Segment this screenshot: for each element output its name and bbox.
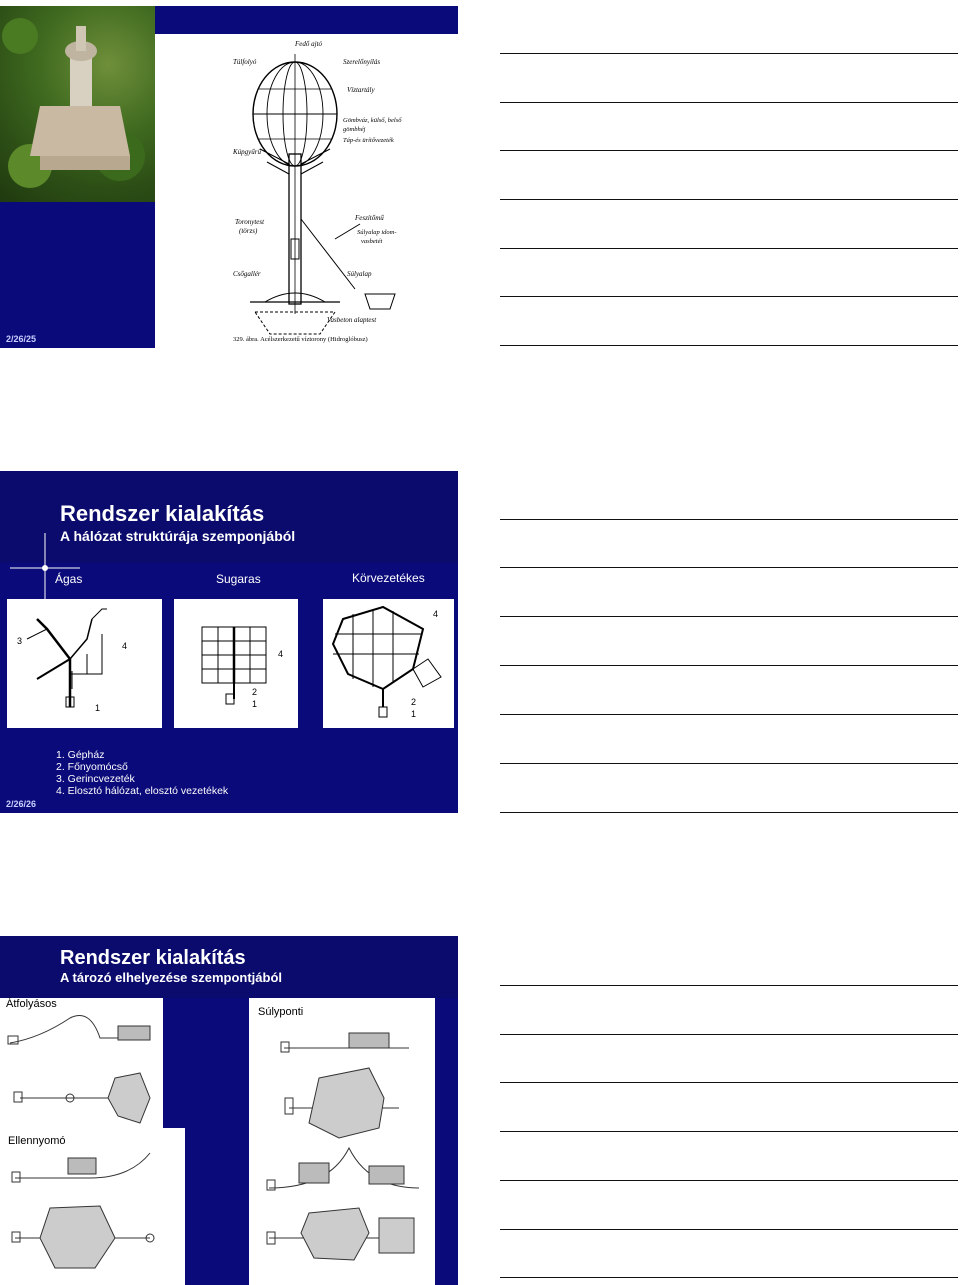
ring-network-drawing: 4 2 1: [331, 605, 442, 719]
note-line: [500, 53, 958, 54]
label-tap: Táp-és ürítővezeték: [343, 137, 394, 144]
diagram-number: 2: [252, 687, 257, 697]
label-vasbeton: Vasbeton alaptest: [327, 316, 377, 324]
slide-1: Fedő ajtó Túlfolyó Szerelőnyílás Víztart…: [0, 6, 458, 348]
branched-network-drawing: 3 4 1: [17, 608, 127, 713]
diagram-atfolyasos: Átfolyásos: [0, 998, 163, 1128]
diagram-number: 1: [95, 703, 100, 713]
diagram-number: 3: [17, 636, 22, 646]
slide-2: Rendszer kialakítás A hálózat struktúráj…: [0, 471, 458, 813]
label-tulfolyo: Túlfolyó: [233, 58, 257, 66]
note-line: [500, 665, 958, 666]
diagram-sugaras: 4 2 1: [174, 599, 298, 728]
label-toronytest: Toronytest: [235, 218, 265, 226]
label-feszitomu: Feszítőmű: [354, 214, 384, 222]
diagram-number: 4: [278, 649, 283, 659]
legend-list: 1. Gépház 2. Főnyomócső 3. Gerincvezeték…: [56, 749, 228, 797]
note-line: [500, 1131, 958, 1132]
diagram-number: 4: [122, 641, 127, 651]
page-number: 2/26/25: [6, 334, 37, 344]
note-line: [500, 985, 958, 986]
label-vasbetet: vasbetét: [361, 238, 382, 245]
note-line: [500, 1277, 958, 1278]
slide-title: Rendszer kialakítás: [60, 501, 265, 526]
legend-item: 2. Főnyomócső: [56, 761, 128, 773]
note-line: [500, 1180, 958, 1181]
note-line: [500, 296, 958, 297]
note-line: [500, 567, 958, 568]
label-torzs: (törzs): [239, 227, 258, 235]
diagram-ellennyomo: Ellennyomó: [0, 1128, 185, 1285]
label-szerelonyilas: Szerelőnyílás: [343, 58, 380, 66]
sparkle-icon: [10, 533, 80, 603]
aerial-photo: [0, 6, 155, 202]
label-gombhej: gömbhéj: [343, 126, 366, 133]
counter-pressure-drawing: [11, 1152, 155, 1269]
header-band: [0, 936, 458, 998]
diagram-number: 2: [411, 697, 416, 707]
label-fedo-ajto: Fedő ajtó: [294, 40, 323, 48]
tower-diagram: Fedő ajtó Túlfolyó Szerelőnyílás Víztart…: [232, 40, 402, 343]
column-label-sugaras: Sugaras: [216, 572, 261, 586]
figure-caption: 329. ábra. Acélszerkezetű víztorony (Hid…: [233, 336, 368, 343]
note-line: [500, 150, 958, 151]
note-line: [500, 1082, 958, 1083]
label-viztartaly: Víztartály: [347, 86, 376, 94]
label-atfolyasos: Átfolyásos: [6, 998, 57, 1010]
radial-network-drawing: 4 2 1: [201, 626, 283, 709]
note-line: [500, 714, 958, 715]
label-sulyalap-idom: Súlyalap idom-: [357, 229, 397, 236]
note-line: [500, 1229, 958, 1230]
diagram-number: 1: [411, 709, 416, 719]
column-label-agas: Ágas: [55, 572, 83, 586]
slide-subtitle: A tározó elhelyezése szempontjából: [60, 970, 283, 985]
label-sulyponti: Súlyponti: [258, 1006, 304, 1018]
diagram-agas: 3 4 1: [7, 599, 162, 728]
label-gombvaz: Gömbváz, külső, belső: [343, 117, 402, 124]
diagram-sulyponti: Súlyponti: [249, 998, 435, 1285]
slide-subtitle: A hálózat struktúrája szemponjából: [60, 528, 296, 544]
legend-item: 1. Gépház: [56, 749, 105, 761]
legend-item: 4. Elosztó hálózat, elosztó vezetékek: [56, 785, 229, 797]
diagram-number: 1: [252, 699, 257, 709]
centroid-drawing: [266, 1032, 420, 1261]
note-line: [500, 763, 958, 764]
label-csogaller: Csőgallér: [233, 270, 261, 278]
note-line: [500, 248, 958, 249]
note-line: [500, 345, 958, 346]
column-label-korvezetekes: Körvezetékes: [352, 571, 425, 585]
note-line: [500, 102, 958, 103]
tower-photo-shape: [2, 18, 145, 188]
flow-through-drawing: [7, 1015, 151, 1124]
note-line: [500, 1034, 958, 1035]
legend-item: 3. Gerincvezeték: [56, 773, 135, 785]
page-number: 2/26/26: [6, 799, 37, 809]
slide-3: Rendszer kialakítás A tározó elhelyezése…: [0, 936, 458, 1285]
diagram-korvezetekes: 4 2 1: [323, 599, 454, 728]
slide-title: Rendszer kialakítás: [60, 947, 246, 969]
label-sulyalap: Súlyalap: [347, 270, 372, 278]
note-line: [500, 616, 958, 617]
water-tower-drawing: Fedő ajtó Túlfolyó Szerelőnyílás Víztart…: [155, 34, 458, 348]
header-band: [0, 471, 458, 563]
label-kupgyuru: Kúpgyűrű: [232, 148, 262, 156]
note-line: [500, 199, 958, 200]
label-ellennyomo: Ellennyomó: [8, 1135, 66, 1147]
note-line: [500, 519, 958, 520]
note-line: [500, 812, 958, 813]
diagram-number: 4: [433, 609, 438, 619]
